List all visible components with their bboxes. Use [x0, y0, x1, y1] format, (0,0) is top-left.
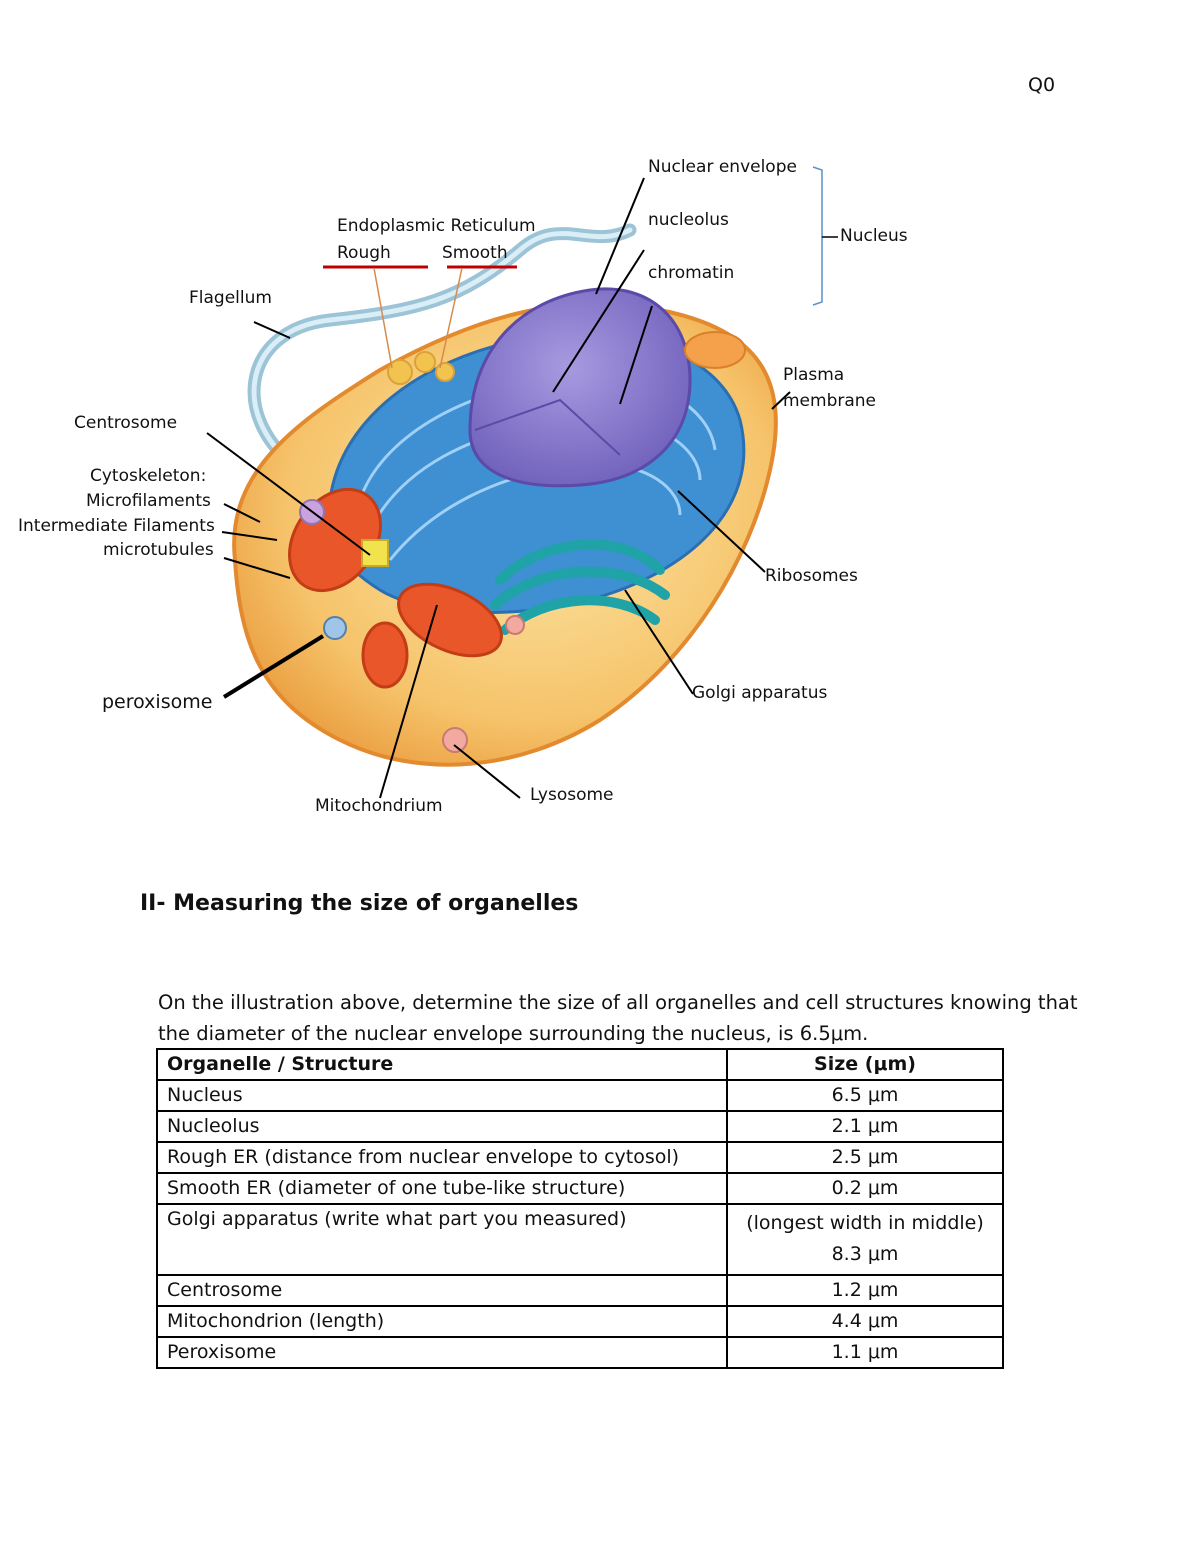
peroxisome: [323, 616, 347, 640]
cell-size: 0.2 μm: [726, 1172, 1004, 1205]
cell-organelle: Peroxisome: [156, 1336, 728, 1369]
label-microtubules: microtubules: [103, 540, 214, 560]
table-row: Peroxisome 1.1 μm: [156, 1336, 1004, 1369]
label-ribosomes: Ribosomes: [765, 566, 858, 586]
organelle-size-table: Organelle / Structure Size (μm) Nucleus …: [156, 1048, 1004, 1369]
label-centrosome: Centrosome: [74, 413, 178, 433]
table-row: Nucleolus 2.1 μm: [156, 1110, 1004, 1143]
label-membrane: membrane: [783, 391, 877, 411]
label-nuclear-envelope: Nuclear envelope: [648, 157, 797, 177]
cell-size-value: 8.3 μm: [831, 1243, 899, 1265]
header-organelle: Organelle / Structure: [156, 1048, 728, 1081]
cell-diagram: Nuclear envelope nucleolus chromatin Nuc…: [0, 140, 1200, 840]
label-microfilaments: Microfilaments: [86, 491, 211, 511]
label-nucleus: Nucleus: [840, 226, 908, 246]
cell-organelle: Mitochondrion (length): [156, 1305, 728, 1338]
label-intermediate-filaments: Intermediate Filaments: [18, 516, 215, 536]
table-row: Smooth ER (diameter of one tube-like str…: [156, 1172, 1004, 1205]
cell-organelle: Golgi apparatus (write what part you mea…: [156, 1203, 728, 1276]
section-heading: II- Measuring the size of organelles: [140, 891, 579, 916]
lysosome: [442, 727, 468, 753]
label-nucleolus: nucleolus: [648, 210, 729, 230]
label-lysosome: Lysosome: [530, 785, 614, 805]
instructions-text: On the illustration above, determine the…: [158, 991, 1078, 1045]
cell-illustration: [206, 166, 838, 799]
table-row: Centrosome 1.2 μm: [156, 1274, 1004, 1307]
cell-size: 2.1 μm: [726, 1110, 1004, 1143]
cell-organelle: Rough ER (distance from nuclear envelope…: [156, 1141, 728, 1174]
label-cytoskeleton: Cytoskeleton:: [90, 466, 207, 486]
cell-size: 4.4 μm: [726, 1305, 1004, 1338]
label-peroxisome: peroxisome: [102, 691, 213, 713]
table-row: Mitochondrion (length) 4.4 μm: [156, 1305, 1004, 1338]
table-row: Rough ER (distance from nuclear envelope…: [156, 1141, 1004, 1174]
cell-size: (longest width in middle) 8.3 μm: [726, 1203, 1004, 1276]
label-chromatin: chromatin: [648, 263, 735, 283]
page-number: Q0: [1028, 74, 1056, 96]
label-er-title: Endoplasmic Reticulum: [337, 216, 536, 236]
cell-size: 1.2 μm: [726, 1274, 1004, 1307]
cell-organelle: Smooth ER (diameter of one tube-like str…: [156, 1172, 728, 1205]
header-size: Size (μm): [726, 1048, 1004, 1081]
label-mitochondrium: Mitochondrium: [315, 796, 443, 816]
label-flagellum: Flagellum: [189, 288, 272, 308]
cell-size: 1.1 μm: [726, 1336, 1004, 1369]
cell-organelle: Centrosome: [156, 1274, 728, 1307]
label-er-rough: Rough: [337, 243, 391, 263]
table-header-row: Organelle / Structure Size (μm): [156, 1048, 1004, 1081]
cell-organelle: Nucleolus: [156, 1110, 728, 1143]
label-plasma: Plasma: [783, 365, 845, 385]
table-row: Golgi apparatus (write what part you mea…: [156, 1203, 1004, 1276]
table-row: Nucleus 6.5 μm: [156, 1079, 1004, 1112]
cell-size: 6.5 μm: [726, 1079, 1004, 1112]
cell-size: 2.5 μm: [726, 1141, 1004, 1174]
nucleus: [468, 287, 692, 488]
cell-size-note: (longest width in middle): [746, 1212, 984, 1234]
label-er-smooth: Smooth: [442, 243, 508, 263]
label-golgi: Golgi apparatus: [692, 683, 828, 703]
cell-organelle: Nucleus: [156, 1079, 728, 1112]
